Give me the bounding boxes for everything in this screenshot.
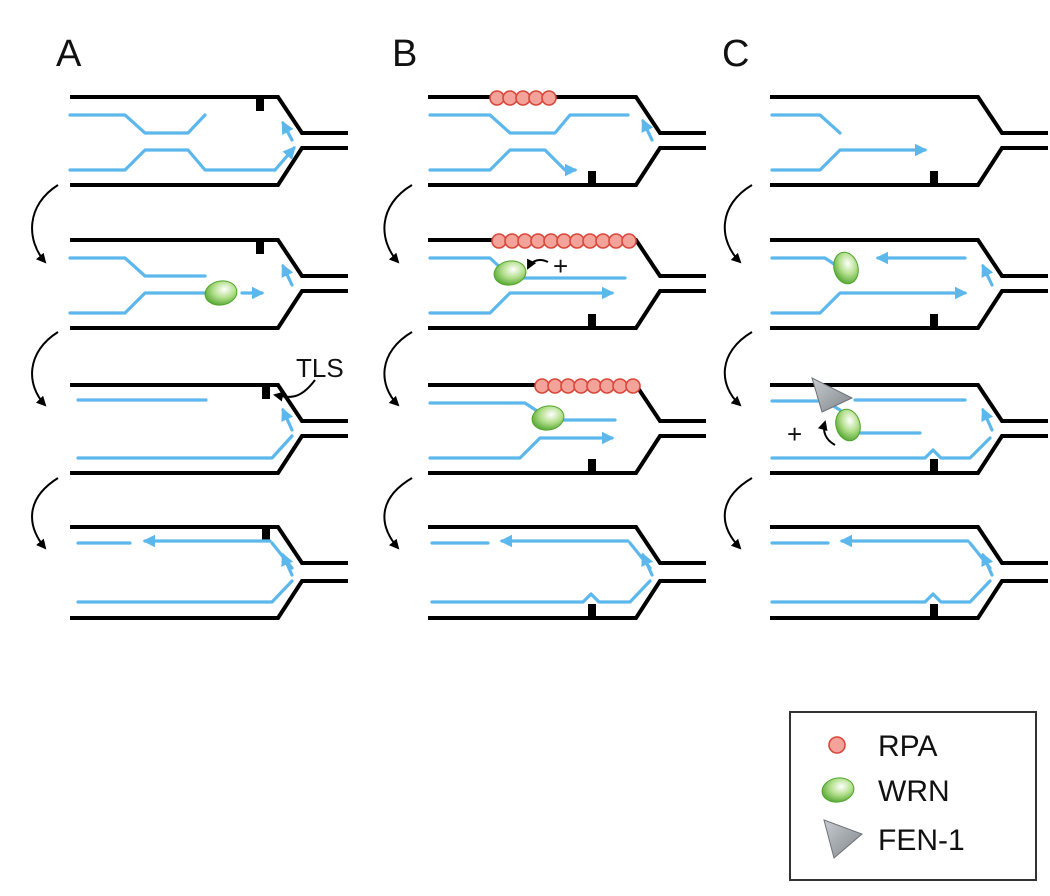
lesion-mark — [262, 527, 270, 541]
panel-label-c: C — [722, 33, 749, 75]
rpa-cluster — [489, 90, 557, 106]
rpa-cluster — [534, 378, 641, 394]
lesion-mark — [588, 604, 596, 618]
cycle-arrow — [723, 184, 753, 264]
cycle-arrow — [31, 477, 59, 550]
cycle-arrow — [723, 477, 753, 550]
wrn-icon — [835, 408, 861, 442]
panel-c-step-2 — [770, 238, 1048, 330]
panel-a-step-3: TLS — [70, 353, 348, 475]
panel-a-step-2 — [68, 238, 348, 330]
cycle-arrow — [383, 477, 413, 550]
legend-label-wrn: WRN — [878, 775, 950, 808]
wrn-icon — [531, 405, 565, 431]
panel-label-b: B — [392, 33, 417, 75]
legend-label-rpa: RPA — [878, 730, 937, 763]
legend-label-fen1: FEN-1 — [878, 824, 965, 857]
cycle-arrow — [31, 184, 59, 264]
wrn-icon — [833, 251, 859, 285]
panel-a-step-1 — [68, 95, 348, 187]
panel-b-step-1 — [428, 90, 706, 187]
wrn-icon — [821, 777, 855, 803]
stimulation-plus: + — [787, 419, 802, 449]
cycle-arrow — [723, 331, 753, 407]
stimulation-plus: + — [553, 251, 568, 281]
wrn-icon — [493, 260, 527, 286]
panel-label-a: A — [56, 33, 82, 75]
lesion-mark — [588, 459, 596, 473]
wrn-icon — [204, 280, 238, 306]
cycle-arrow — [383, 331, 413, 407]
panel-b-step-3 — [428, 378, 706, 475]
legend: RPA WRN FEN-1 — [789, 711, 1037, 881]
lesion-mark — [930, 604, 938, 618]
lesion-mark — [256, 97, 264, 111]
panel-c: + — [723, 95, 1048, 620]
fen1-icon — [811, 377, 854, 413]
tls-label: TLS — [296, 353, 344, 383]
lesion-mark — [262, 385, 270, 399]
lesion-mark — [256, 240, 264, 254]
rpa-icon — [828, 736, 846, 754]
fen1-icon — [823, 819, 863, 859]
panel-c-step-1 — [770, 95, 1048, 187]
lesion-mark — [930, 314, 938, 328]
lesion-mark — [930, 459, 938, 473]
panel-c-step-3: + — [770, 377, 1048, 475]
lesion-mark — [588, 171, 596, 185]
cycle-arrow — [383, 184, 413, 264]
panel-b-step-4 — [428, 525, 706, 620]
lesion-mark — [930, 171, 938, 185]
panel-a: TLS — [31, 95, 348, 620]
rpa-cluster — [491, 233, 637, 249]
panel-c-step-4 — [770, 525, 1048, 620]
panel-a-step-4 — [70, 525, 348, 620]
panel-b: + — [383, 90, 706, 620]
cycle-arrow — [31, 331, 59, 407]
lesion-mark — [588, 314, 596, 328]
panel-b-step-2: + — [428, 233, 706, 330]
